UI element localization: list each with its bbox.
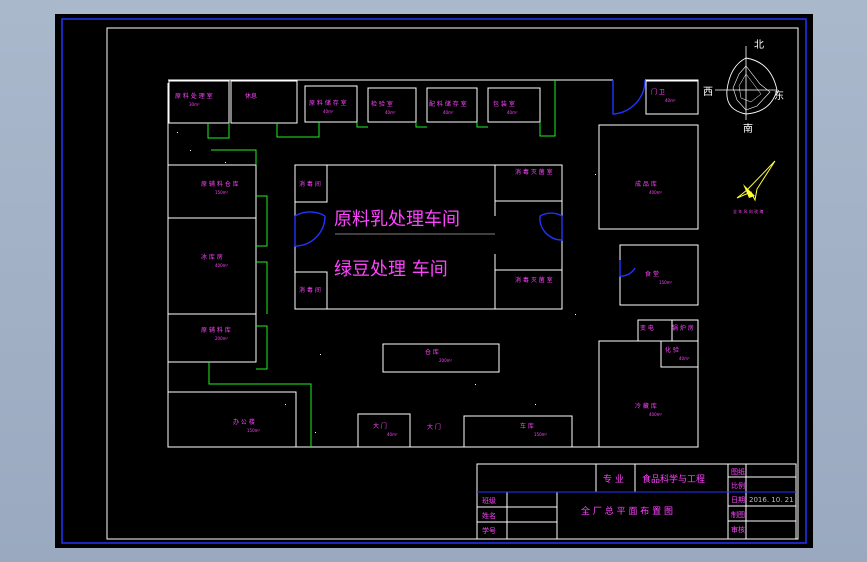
compass-rose: 北 南 东 西 — [703, 39, 784, 135]
room-label-r-top3: 原 料 储 存 室 — [309, 99, 347, 107]
room-guard — [645, 80, 699, 115]
entry-door[interactable] — [612, 79, 646, 115]
room-left-3 — [167, 313, 257, 363]
room-area-r-right2: 150m² — [659, 280, 673, 285]
room-right-4 — [660, 340, 699, 368]
room-area-r-center: 200m² — [439, 358, 453, 363]
major-value: 食品科学与工程 — [642, 473, 705, 485]
processing-line-1: 原料乳处理车间 — [334, 209, 460, 230]
major-label: 专 业 — [603, 473, 624, 485]
tb-class: 班级 — [482, 496, 496, 505]
room-label-r-right3a: 变 电 — [640, 324, 654, 332]
drawing-title: 全 厂 总 平 面 布 置 图 — [581, 505, 673, 517]
room-label-r-right5: 冷 藏 库 — [635, 402, 657, 410]
cad-drawing-canvas: 原 料 处 理 室 30m² 休息原 料 储 存 室 40m² 检 验 室 40m² 配 料… — [55, 14, 813, 548]
tb-scale: 比例 — [731, 481, 745, 490]
room-inner-1 — [294, 164, 328, 203]
room-center — [382, 343, 500, 373]
room-inner-4 — [494, 269, 563, 310]
room-area-r-left2: 400m² — [215, 263, 229, 268]
room-top-2 — [230, 80, 298, 124]
room-label-r-gate: 大 门 — [427, 423, 441, 431]
room-label-r-inner2: 消 毒 间 — [299, 286, 321, 294]
room-top-1 — [168, 80, 230, 124]
room-label-r-left2: 冰 库 房 — [201, 253, 223, 261]
tb-id: 学号 — [482, 526, 496, 535]
processing-line-2: 绿豆处理 车间 — [334, 259, 448, 280]
room-label-r-inner1: 消 毒 间 — [299, 180, 321, 188]
doors — [294, 79, 646, 277]
room-label-r-right1: 成 品 库 — [635, 180, 657, 188]
room-label-r-bottomleft: 办 公 楼 — [233, 418, 255, 426]
room-label-r-right3b: 锅 炉 房 — [672, 324, 694, 332]
room-label-r-top5: 配 料 储 存 室 — [429, 100, 467, 108]
room-right-1 — [598, 124, 699, 230]
tb-drawing: 图纸 — [731, 467, 745, 476]
room-label-r-garage: 车 库 — [520, 422, 534, 430]
room-inner-2 — [294, 271, 328, 310]
room-left-1 — [167, 164, 257, 219]
wind-rose-icon: 全 年 风 向 玫 瑰 — [733, 160, 776, 214]
room-label-r-right4: 化 验 — [665, 346, 679, 354]
room-top-6 — [487, 87, 541, 123]
wind-rose-label: 全 年 风 向 玫 瑰 — [733, 208, 763, 214]
drawing-border — [106, 27, 799, 540]
room-right-2 — [619, 244, 699, 306]
room-area-r-bottomleft: 150m² — [247, 428, 261, 433]
room-area-r-gate-room: 40m² — [387, 432, 398, 437]
room-area-r-top3: 40m² — [323, 109, 334, 114]
room-label-r-top1: 原 料 处 理 室 — [175, 92, 213, 100]
room-label-r-inner3: 消 毒 灭 菌 室 — [515, 168, 553, 176]
room-area-r-guard: 40m² — [665, 98, 676, 103]
east-label: 东 — [774, 89, 784, 102]
room-area-r-top4: 40m² — [385, 110, 396, 115]
room-label-r-inner4: 消 毒 灭 菌 室 — [515, 276, 553, 284]
room-area-r-left3: 200m² — [215, 336, 229, 341]
tb-date-value: 2016. 10. 21 — [749, 496, 794, 504]
room-area-r-top1: 30m² — [189, 102, 200, 107]
room-inner-3 — [494, 164, 563, 202]
north-label: 北 — [754, 39, 764, 51]
outer-frame — [61, 18, 807, 544]
room-label-r-left1: 原 辅 料 仓 库 — [201, 180, 239, 188]
room-area-r-top5: 40m² — [443, 110, 454, 115]
tb-reviewer: 审核 — [731, 525, 745, 534]
cad-dots — [177, 132, 596, 433]
south-label: 南 — [743, 122, 753, 135]
tb-name: 姓名 — [482, 511, 496, 520]
room-right-5 — [598, 340, 699, 448]
room-label-r-top2: 休息 — [245, 92, 257, 100]
room-label-r-center: 仓 库 — [425, 348, 439, 356]
room-label-r-top4: 检 验 室 — [371, 100, 393, 108]
green-paths — [207, 80, 556, 447]
west-label: 西 — [703, 87, 713, 98]
room-top-3 — [304, 85, 358, 123]
room-area-r-right4: 40m² — [679, 356, 690, 361]
site-plan-svg: 原 料 处 理 室 30m² 休息原 料 储 存 室 40m² 检 验 室 40m² 配 料… — [61, 18, 807, 544]
room-label-r-right2: 食 堂 — [645, 270, 659, 278]
room-top-4 — [367, 87, 417, 123]
room-label-r-top6: 包 装 室 — [493, 100, 515, 108]
room-area-r-left1: 150m² — [215, 190, 229, 195]
room-area-r-right5: 400m² — [649, 412, 663, 417]
tb-date: 日期 — [731, 496, 745, 504]
room-top-5 — [426, 87, 478, 123]
tb-drafter: 制图 — [731, 510, 745, 519]
room-garage — [463, 415, 573, 448]
processing-hall — [294, 164, 563, 310]
room-label-r-gate-room: 大 门 — [373, 422, 387, 430]
room-bottom-left — [167, 391, 297, 448]
room-label-r-left3: 原 辅 料 库 — [201, 326, 231, 334]
room-left-2 — [167, 217, 257, 315]
room-label-r-guard: 门 卫 — [651, 88, 665, 96]
room-area-r-top6: 40m² — [507, 110, 518, 115]
room-gate — [357, 413, 411, 448]
room-area-r-right1: 400m² — [649, 190, 663, 195]
room-area-r-garage: 150m² — [534, 432, 548, 437]
